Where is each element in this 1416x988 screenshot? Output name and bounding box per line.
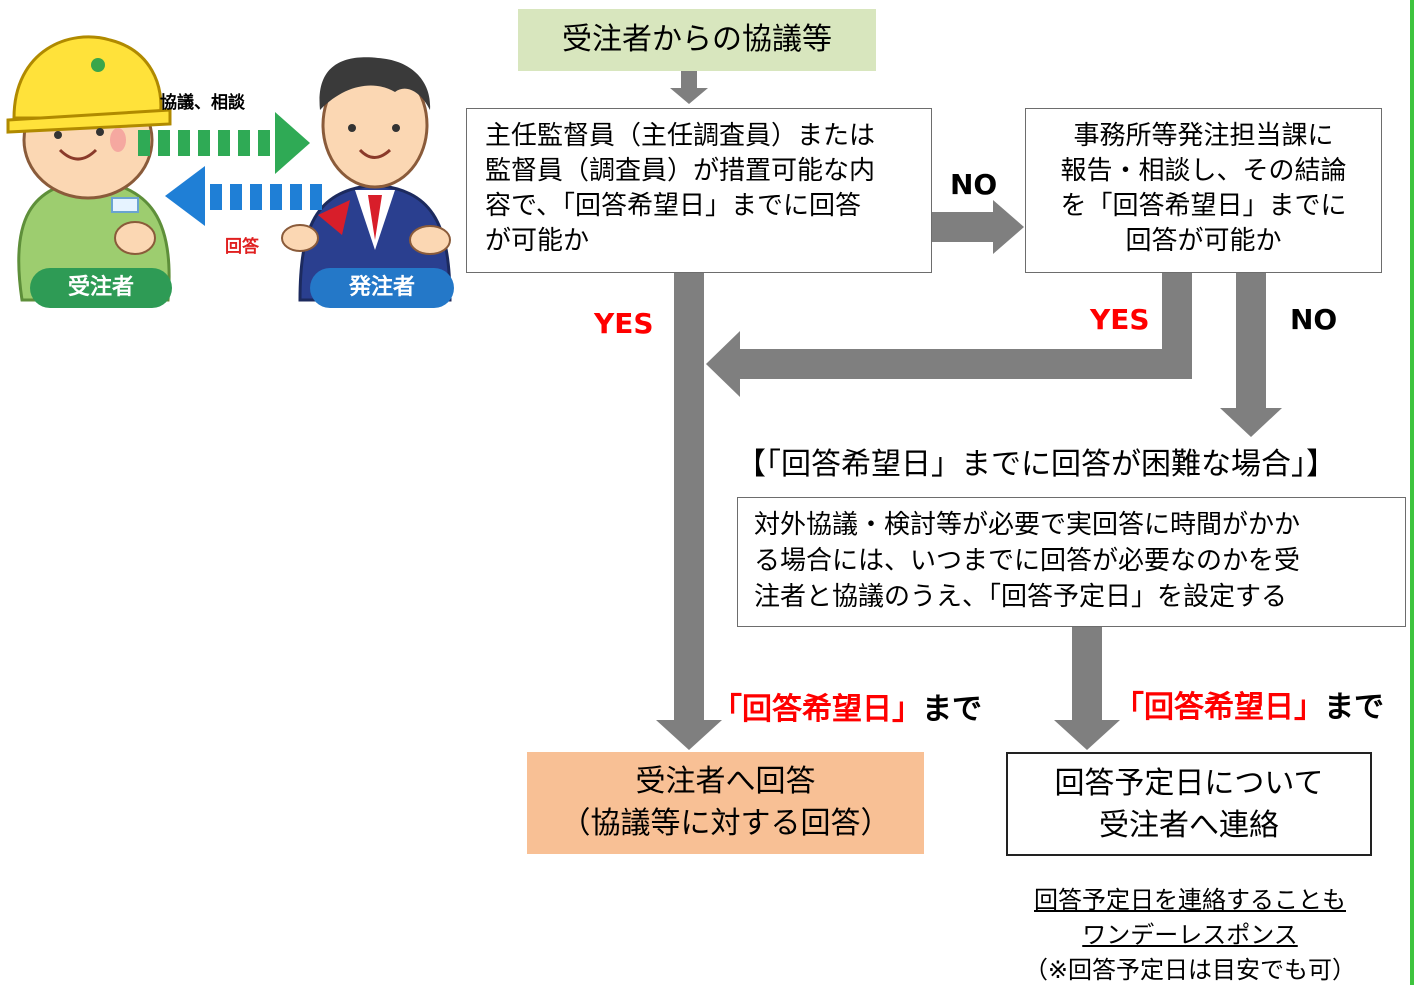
note-line: 回答予定日を連絡することも — [1034, 886, 1346, 914]
schedule-line: 受注者へ連絡 — [1099, 808, 1279, 843]
one-day-response-note: 回答予定日を連絡することも ワンデーレスポンス （※回答予定日は目安でも可） — [985, 883, 1395, 988]
arrow-start-to-q1-head — [670, 88, 708, 104]
client-badge: 発注者 — [310, 268, 454, 308]
no-label-1: NO — [950, 168, 998, 201]
consult-label: 協議、相談 — [160, 93, 245, 113]
q2-line: を「回答希望日」までに — [1060, 191, 1347, 221]
question-box-2: 事務所等発注担当課に 報告・相談し、その結論 を「回答希望日」までに 回答が可能… — [1025, 108, 1382, 273]
consultation-illustration: 協議、相談 回答 受注者 発注者 — [0, 0, 460, 320]
consult-arrow — [138, 112, 310, 174]
yes-label-1: YES — [594, 307, 654, 340]
deadline-label-right: 「回答希望日」まで — [1114, 682, 1384, 726]
arrow-q2-yes-left — [738, 349, 1192, 379]
reply-label: 回答 — [225, 237, 259, 257]
note-line: （※回答予定日は目安でも可） — [1023, 956, 1357, 984]
schedule-line: 回答予定日について — [1054, 766, 1324, 801]
contractor-badge: 受注者 — [30, 268, 172, 308]
answer-line: （協議等に対する回答） — [560, 806, 891, 841]
schedule-setting-box: 対外協議・検討等が必要で実回答に時間がかか る場合には、いつまでに回答が必要なの… — [737, 497, 1406, 627]
schedule-notice-box: 回答予定日について 受注者へ連絡 — [1006, 752, 1372, 856]
deadline-right-red: 「回答希望日」 — [1114, 690, 1324, 725]
arrow-q1-yes — [674, 273, 704, 723]
note-line: ワンデーレスポンス — [1082, 921, 1298, 949]
arrow-q3-down — [1072, 627, 1102, 723]
arrow-q2-no — [1236, 273, 1266, 411]
arrow-q2-yes-head — [706, 331, 740, 397]
question-box-1: 主任監督員（主任調査員）または 監督員（調査員）が措置可能な内 容で、「回答希望… — [466, 108, 932, 273]
q2-line: 回答が可能か — [1125, 226, 1282, 256]
deadline-left-black: まで — [922, 692, 982, 727]
q1-line: 容で、「回答希望日」までに回答 — [485, 191, 861, 221]
q3-line: る場合には、いつまでに回答が必要なのかを受 — [754, 546, 1301, 576]
answer-line: 受注者へ回答 — [635, 764, 816, 799]
arrow-start-to-q1 — [681, 71, 697, 91]
illustration-svg — [6, 35, 452, 302]
no-label-2: NO — [1290, 303, 1338, 336]
right-edge-bar — [1410, 0, 1414, 985]
deadline-right-black: まで — [1324, 690, 1384, 725]
q3-line: 注者と協議のうえ、「回答予定日」を設定する — [754, 582, 1288, 612]
q1-line: が可能か — [485, 226, 590, 256]
arrow-q2-no-head — [1220, 408, 1282, 437]
contractor-figure — [6, 35, 172, 302]
difficult-case-title: 【「回答希望日」までに回答が困難な場合」】 — [736, 447, 1336, 482]
yes-label-2: YES — [1090, 303, 1150, 336]
answer-box: 受注者へ回答 （協議等に対する回答） — [527, 752, 924, 854]
q1-line: 主任監督員（主任調査員）または — [485, 121, 876, 151]
arrow-q1-yes-head — [656, 720, 722, 750]
arrow-q1-no — [932, 212, 994, 242]
arrow-q3-down-head — [1054, 720, 1120, 750]
q1-line: 監督員（調査員）が措置可能な内 — [485, 156, 876, 186]
deadline-label-left: 「回答希望日」まで — [712, 684, 982, 728]
q2-line: 報告・相談し、その結論 — [1060, 156, 1347, 186]
reply-arrow — [165, 166, 322, 226]
start-label: 受注者からの協議等 — [562, 22, 832, 57]
q3-line: 対外協議・検討等が必要で実回答に時間がかか — [754, 510, 1301, 540]
q2-line: 事務所等発注担当課に — [1073, 121, 1334, 151]
start-box: 受注者からの協議等 — [518, 9, 876, 71]
deadline-left-red: 「回答希望日」 — [712, 692, 922, 727]
arrow-q1-no-head — [993, 200, 1024, 254]
